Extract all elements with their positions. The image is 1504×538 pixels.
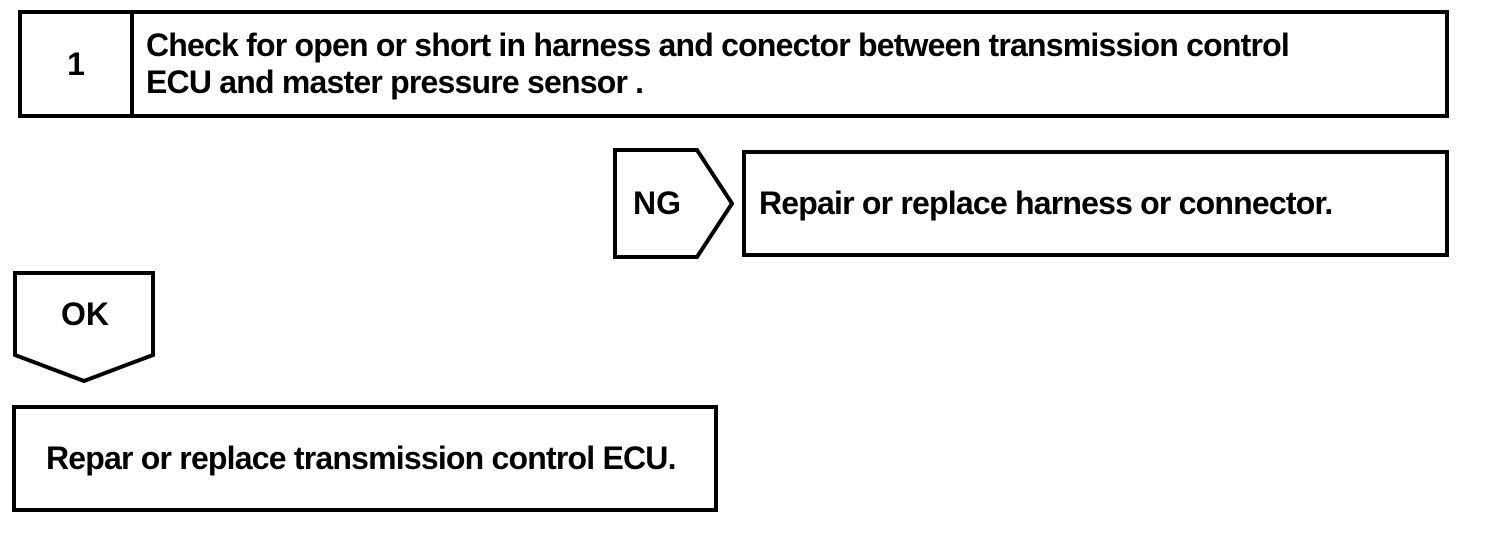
ng-label: NG — [633, 185, 681, 221]
ng-connector: NG — [613, 148, 734, 259]
ok-action-text: Repar or replace transmission control EC… — [46, 440, 677, 476]
step-number: 1 — [22, 14, 134, 114]
step-box: 1 Check for open or short in harness and… — [18, 10, 1449, 118]
ok-label: OK — [61, 295, 109, 332]
step-instruction-line-1: Check for open or short in harness and c… — [146, 27, 1290, 63]
ng-arrow-icon — [613, 148, 734, 259]
step-instruction: Check for open or short in harness and c… — [134, 14, 1445, 114]
ok-action-box: Repar or replace transmission control EC… — [12, 405, 718, 512]
ng-action-box: Repair or replace harness or connector. — [742, 150, 1449, 257]
ok-arrow-icon — [13, 271, 157, 385]
ok-connector: OK — [13, 271, 157, 385]
step-instruction-line-2: ECU and master pressure sensor . — [146, 64, 644, 100]
ng-action-text: Repair or replace harness or connector. — [759, 185, 1333, 221]
